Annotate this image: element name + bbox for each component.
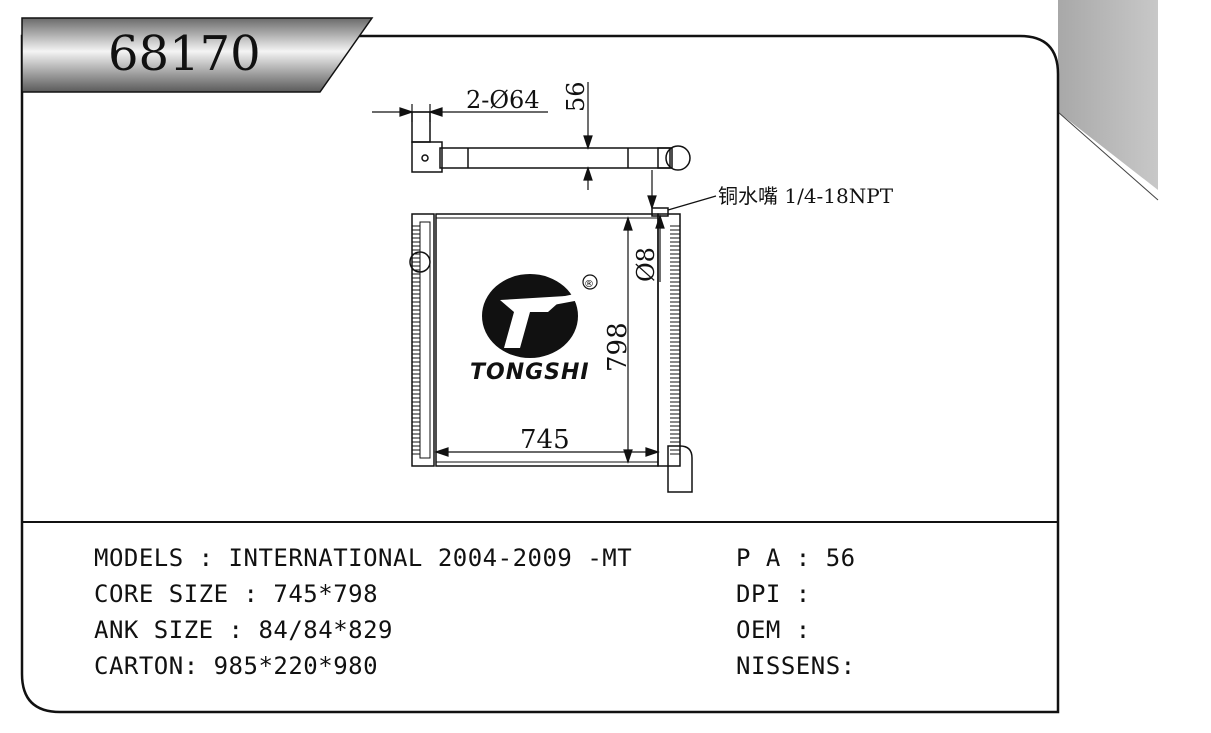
radiator-fins [412, 225, 680, 455]
dim-798-label: 798 [603, 322, 633, 372]
brand-name: TONGSHI [470, 360, 590, 385]
spec-dpi: DPI : [736, 580, 811, 608]
spec-tank-size: ANK SIZE : 84/84*829 [94, 616, 393, 644]
model-number: 68170 [108, 26, 261, 82]
side-tab [1057, 0, 1159, 201]
outer-frame [20, 34, 1060, 714]
spec-core-size: CORE SIZE : 745*798 [94, 580, 379, 608]
dim-745-label: 745 [520, 425, 570, 455]
radiator-drawing [409, 207, 693, 493]
fitting-note: 铜水嘴 1/4-18NPT [718, 184, 894, 208]
spec-oem: OEM : [736, 616, 811, 644]
dim-inlet-label: 2-Ø64 [466, 86, 540, 114]
model-tab [21, 17, 374, 93]
spec-carton: CARTON: 985*220*980 [94, 652, 379, 680]
dim-pipe-label: Ø8 [632, 247, 660, 282]
dim-inlet-lines [372, 104, 548, 122]
spec-pa: P A : 56 [736, 544, 856, 572]
top-tank-drawing [411, 111, 691, 173]
dim-798-lines [623, 214, 665, 464]
dim-745-lines [434, 447, 660, 457]
dim-56-lines [583, 82, 593, 190]
tongshi-logo-icon [482, 274, 598, 358]
dim-56-label: 56 [562, 81, 590, 112]
registered-mark: ® [584, 279, 594, 290]
spec-models: MODELS : INTERNATIONAL 2004-2009 -MT [94, 544, 633, 572]
spec-nissens: NISSENS: [736, 652, 856, 680]
fitting-leader [647, 170, 717, 211]
